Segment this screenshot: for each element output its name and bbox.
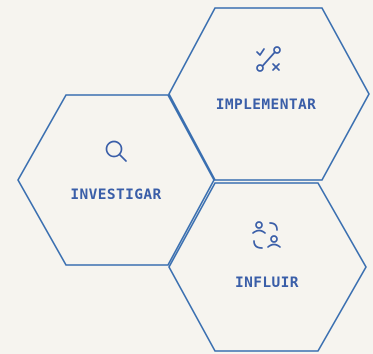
- hexagon-influir: INFLUIR: [168, 182, 367, 352]
- route-icon: [256, 46, 281, 72]
- hexagon-investigar-shape: [17, 94, 215, 266]
- hexagon-implementar: IMPLEMENTAR: [168, 7, 370, 181]
- hexagon-influir-shape: [168, 182, 367, 352]
- hexagon-implementar-label: IMPLEMENTAR: [216, 97, 316, 113]
- hexagon-investigar: INVESTIGAR: [17, 94, 215, 266]
- hexagon-investigar-label: INVESTIGAR: [70, 187, 161, 203]
- hexagon-influir-label: INFLUIR: [235, 275, 299, 291]
- search-icon: [105, 140, 127, 162]
- hexagon-implementar-shape: [168, 7, 370, 181]
- users-exchange-icon: [252, 221, 281, 249]
